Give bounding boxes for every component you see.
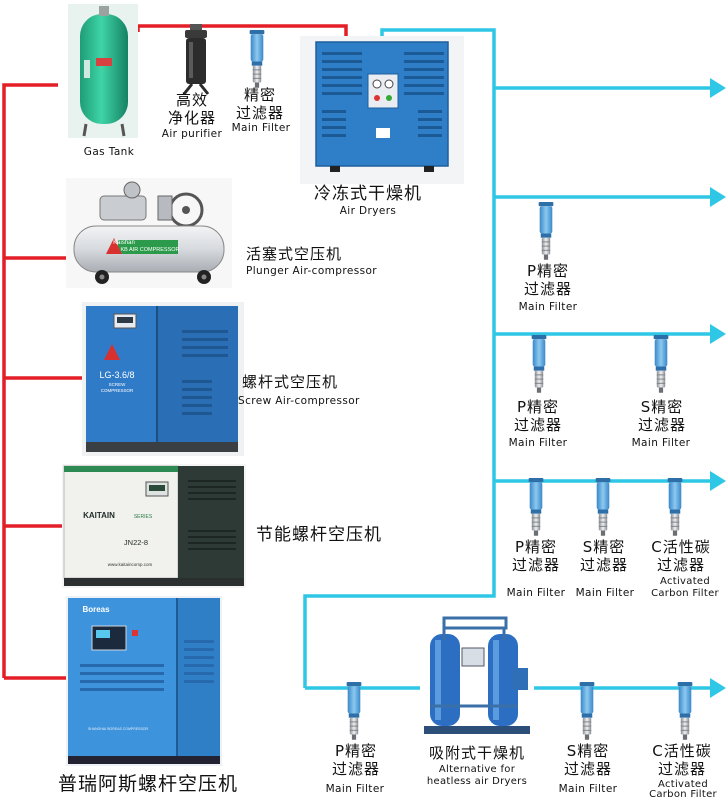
- screw-compressor-label-en: Screw Air-compressor: [238, 395, 360, 407]
- air-purifier-label-en: Air purifier: [161, 128, 223, 140]
- main-filter-top-label-en: Main Filter: [231, 122, 291, 134]
- filter-row3-p-image: [528, 477, 544, 537]
- filter-row3-s-zh2: 过滤器: [579, 556, 628, 574]
- energy-screw-compressor-label-zh: 节能螺杆空压机: [256, 525, 382, 545]
- filter-row2-s-zh1: S精密: [640, 398, 684, 416]
- kaitain-series-text: SERIES: [134, 514, 153, 520]
- arrow-right-icon: [710, 678, 726, 698]
- filter-row1-p-en: Main Filter: [518, 301, 578, 313]
- filter-row3-p-zh1: P精密: [514, 538, 558, 556]
- gas-tank-image: [68, 4, 138, 138]
- filter-row2-p-image: [531, 334, 547, 394]
- filter-row3-c-zh2: 过滤器: [656, 556, 705, 574]
- filter-row2-s-image: [653, 334, 669, 394]
- adsorption-dryer-label-en2: heatless air Dryers: [426, 776, 528, 787]
- kaitain-site-text: www.kaitaincomp.com: [108, 562, 153, 567]
- boreas-compressor-image: [66, 596, 222, 766]
- main-filter-top-label-zh1: 精密: [243, 86, 276, 104]
- filter-row2-p-en: Main Filter: [508, 437, 568, 449]
- arrow-right-icon: [710, 187, 726, 207]
- gas-tank-label: Gas Tank: [83, 146, 135, 158]
- air-dryer-image: [300, 36, 464, 184]
- filter-row4-s-en: Main Filter: [558, 783, 618, 795]
- air-dryer-label-zh: 冷冻式干燥机: [314, 184, 422, 204]
- screw-compressor-label-zh: 螺杆式空压机: [242, 373, 339, 391]
- adsorption-dryer-label-zh: 吸附式干燥机: [428, 744, 525, 762]
- filter-row2-s-zh2: 过滤器: [637, 416, 686, 434]
- filter-row3-c-en1: Activated: [659, 576, 711, 587]
- boreas-compressor-label-zh: 普瑞阿斯螺杆空压机: [58, 773, 239, 795]
- screw-sub1-text: SCREW: [109, 382, 127, 387]
- energy-screw-compressor-image: [62, 464, 246, 588]
- screw-compressor-image: [82, 302, 244, 456]
- filter-row2-p-zh2: 过滤器: [513, 416, 562, 434]
- main-filter-top-image: [249, 29, 265, 89]
- filter-row4-c-en2: Carbon Filter: [649, 789, 717, 800]
- filter-row3-s-zh1: S精密: [582, 538, 626, 556]
- filter-row4-c-en1: Activated: [657, 779, 709, 790]
- filter-row1-p-image: [538, 201, 554, 261]
- adsorption-dryer-image: [420, 610, 534, 742]
- air-purifier-label-zh2: 净化器: [167, 109, 216, 127]
- filter-row3-p-en: Main Filter: [506, 587, 566, 599]
- filter-row3-p-zh2: 过滤器: [511, 556, 560, 574]
- plunger-compressor-label-zh: 活塞式空压机: [246, 245, 343, 263]
- boreas-sub-text: SHANGHAI BOREAS COMPRESSOR: [88, 727, 149, 731]
- plunger-badge-text: KB AIR COMPRESSOR: [121, 247, 180, 253]
- filter-row3-s-image: [595, 477, 611, 537]
- filter-row4-c-zh1: C活性碳: [652, 742, 712, 760]
- plunger-brand-text: Kaishan: [113, 240, 135, 246]
- air-dryer-label-en: Air Dryers: [339, 205, 397, 217]
- air-purifier-image: [182, 24, 210, 95]
- screw-sub2-text: COMPRESSOR: [101, 388, 134, 393]
- kaitain-model-text: JN22-8: [124, 538, 148, 547]
- adsorption-dryer-label-en1: Alternative for: [438, 764, 516, 775]
- arrow-right-icon: [710, 471, 726, 491]
- filter-row3-c-image: [667, 477, 683, 537]
- flow-arrows: [710, 78, 726, 698]
- filter-row3-c-zh1: C活性碳: [651, 538, 711, 556]
- filter-row4-p-en: Main Filter: [325, 783, 385, 795]
- filter-row2-s-en: Main Filter: [631, 437, 691, 449]
- plunger-compressor-label-en: Plunger Air-compressor: [246, 265, 377, 277]
- filter-row4-p-image: [346, 681, 362, 741]
- filter-row3-c-en2: Carbon Filter: [651, 588, 719, 599]
- filter-row4-s-zh1: S精密: [566, 742, 610, 760]
- filter-row4-c-image: [677, 681, 693, 741]
- main-filter-top-label-zh2: 过滤器: [235, 104, 284, 122]
- filter-row2-p-zh1: P精密: [516, 398, 560, 416]
- arrow-right-icon: [710, 324, 726, 344]
- filter-row4-s-zh2: 过滤器: [563, 760, 612, 778]
- filter-row1-p-zh2: 过滤器: [523, 280, 572, 298]
- filter-row4-p-zh2: 过滤器: [331, 760, 380, 778]
- filter-row3-s-en: Main Filter: [575, 587, 635, 599]
- arrow-right-icon: [710, 78, 726, 98]
- filter-row4-c-zh2: 过滤器: [657, 760, 706, 778]
- kaitain-brand-text: KAITAIN: [83, 511, 115, 520]
- plunger-compressor-image: [66, 178, 232, 288]
- air-purifier-label-zh1: 高效: [175, 91, 208, 109]
- screw-model-text: LG-3.6/8: [99, 370, 134, 380]
- filter-row1-p-zh1: P精密: [526, 262, 570, 280]
- boreas-brand-text: Boreas: [82, 605, 110, 614]
- filter-row4-p-zh1: P精密: [334, 742, 378, 760]
- filter-row4-s-image: [579, 681, 595, 741]
